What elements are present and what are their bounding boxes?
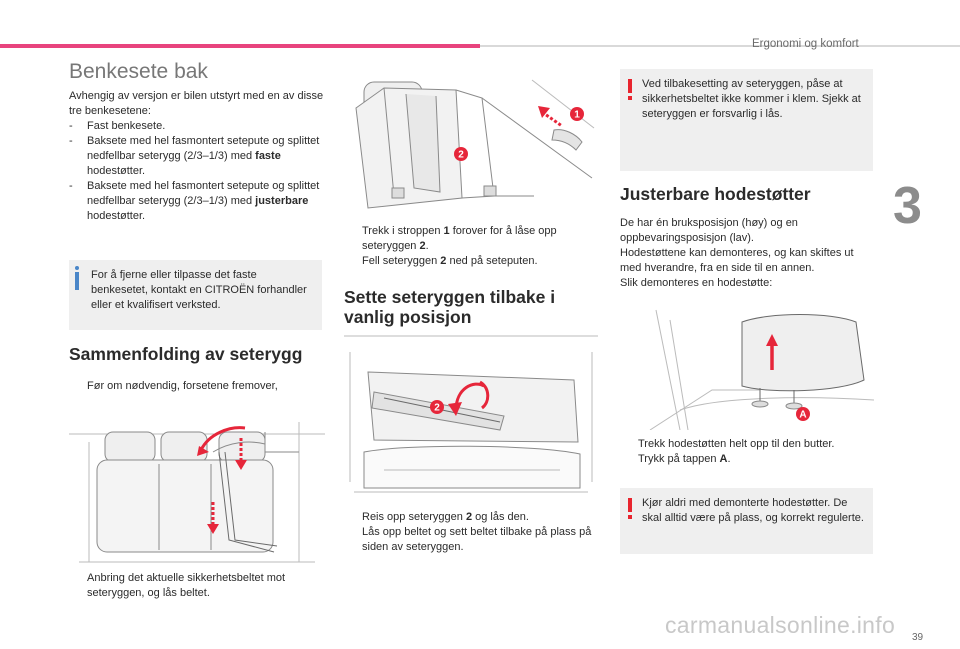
info-icon — [75, 266, 79, 290]
page-number: 39 — [912, 632, 924, 643]
column-left: Benkesete bak Avhengig av versjon er bil… — [69, 60, 325, 224]
warning-icon — [628, 79, 632, 100]
header-accent-bar — [0, 44, 480, 48]
intro-text: Avhengig av versjon er bilen utstyrt med… — [69, 90, 324, 117]
headrest-intro: De har én bruksposisjon (høy) og en oppb… — [620, 217, 798, 244]
warning-note-seatback: Ved tilbakesetting av seteryggen, påse a… — [620, 69, 873, 171]
heading-headrest: Justerbare hodestøtter — [620, 184, 811, 204]
list-item: -Baksete med hel fasmontert setepute og … — [69, 180, 320, 222]
list-item: -Baksete med hel fasmontert setepute og … — [69, 135, 320, 177]
list-item: -Fast benkesete. — [69, 120, 166, 132]
chapter-number: 3 — [893, 177, 922, 235]
list-item: Trykk på tappen A. — [638, 453, 731, 465]
headrest-section: Justerbare hodestøtter De har én brukspo… — [620, 184, 876, 291]
return-section: Sette seteryggen tilbake i vanlig posisj… — [344, 287, 606, 327]
watermark: carmanualsonline.info — [665, 612, 896, 638]
page-title: Benkesete bak — [69, 60, 208, 83]
info-note: For å fjerne eller tilpasse det faste be… — [69, 260, 322, 330]
list-item: Trekk i stroppen 1 forover for å låse op… — [362, 225, 557, 252]
headrest-text: Slik demonteres en hodestøtte: — [620, 277, 773, 289]
unlock-steps: Trekk i stroppen 1 forover for å låse op… — [344, 224, 602, 269]
heading-fold: Sammenfolding av seterygg — [69, 344, 303, 364]
seat-options-list: -Fast benkesete. -Baksete med hel fasmon… — [69, 119, 325, 224]
section-title: Ergonomi og komfort — [752, 38, 859, 50]
figure-raise-seatback: 2 — [344, 332, 598, 502]
marker-2: 2 — [458, 150, 464, 161]
marker-1: 1 — [574, 110, 580, 121]
figure-fold-seatback — [69, 412, 325, 567]
list-item: Anbring det aktuelle sikkerhetsbeltet mo… — [87, 572, 286, 599]
warning-note-headrest: Kjør aldri med demonterte hodestøtter. D… — [620, 488, 873, 554]
list-item: Lås opp beltet og sett beltet tilbake på… — [362, 526, 592, 553]
headrest-steps: Trekk hodestøtten helt opp til den butte… — [620, 437, 876, 467]
warning-icon — [628, 498, 632, 519]
list-item: Før om nødvendig, forsetene fremover, — [87, 380, 278, 392]
header-rule — [480, 45, 960, 47]
fold-section: Sammenfolding av seterygg Før om nødvend… — [69, 344, 331, 394]
headrest-text: Hodestøttene kan demonteres, og kan skif… — [620, 247, 854, 274]
figure-unlock-seatback: 1 2 — [344, 68, 598, 218]
raise-steps: Reis opp seteryggen 2 og lås den. Lås op… — [344, 510, 602, 555]
figure-remove-headrest: A — [620, 300, 874, 430]
list-item: Fell seteryggen 2 ned på seteputen. — [362, 255, 538, 267]
marker-a: A — [799, 410, 806, 421]
marker-2-trunk: 2 — [434, 403, 440, 414]
list-item: Reis opp seteryggen 2 og lås den. — [362, 511, 529, 523]
heading-return: Sette seteryggen tilbake i vanlig posisj… — [344, 287, 556, 327]
fold-step2-block: Anbring det aktuelle sikkerhetsbeltet mo… — [69, 571, 327, 601]
list-item: Trekk hodestøtten helt opp til den butte… — [638, 438, 835, 450]
